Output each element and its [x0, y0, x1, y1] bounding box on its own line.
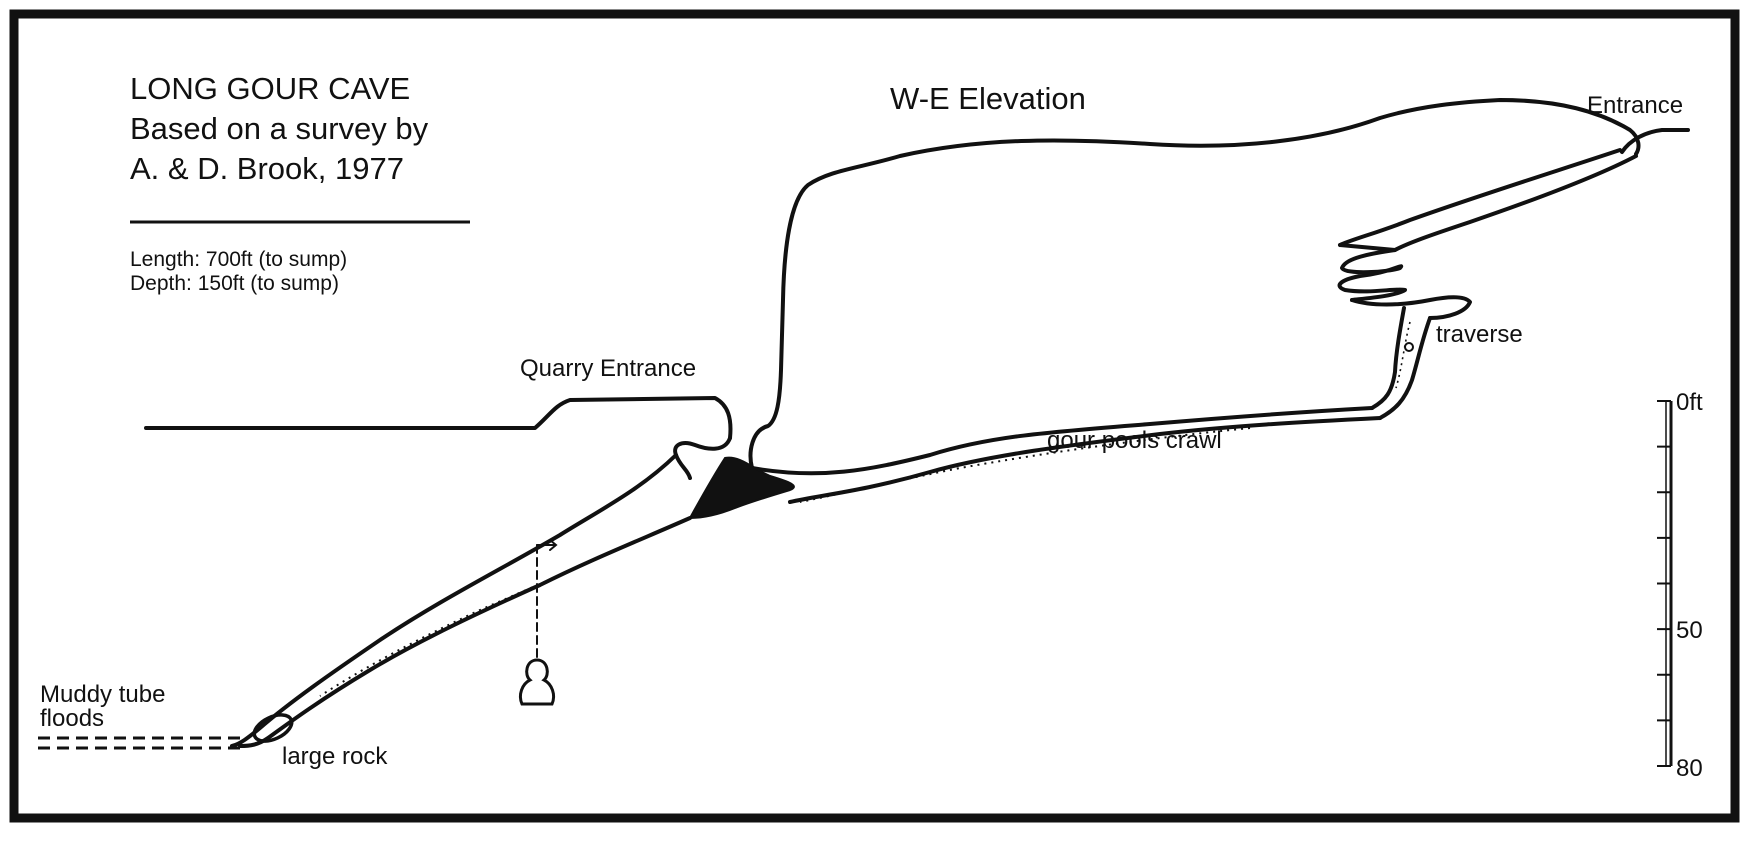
label-traverse: traverse [1436, 321, 1523, 348]
large-rock [252, 713, 294, 743]
cross-section-profile [518, 658, 556, 706]
title-block: LONG GOUR CAVE Based on a survey by A. &… [130, 71, 470, 295]
gour-pools-crawl-roof [750, 406, 1374, 476]
gour-pools-crawl-floor [788, 416, 1382, 504]
traverse-dotted-line [1395, 321, 1411, 389]
survey-credit-line1: Based on a survey by [130, 111, 429, 146]
label-quarry-entrance: Quarry Entrance [520, 355, 696, 382]
cross-section-arrow [536, 539, 558, 551]
scale-label-80: 80 [1676, 755, 1703, 782]
survey-credit-line2: A. & D. Brook, 1977 [130, 151, 404, 186]
label-floods: floods [40, 705, 104, 732]
label-entrance: Entrance [1587, 92, 1683, 119]
surface-line-cliff [748, 98, 1641, 470]
depth-stat: Depth: 150ft (to sump) [130, 272, 339, 295]
entrance-passage-floor [1393, 154, 1638, 252]
scale-label-0: 0ft [1676, 389, 1703, 416]
diagram-frame [9, 9, 1740, 823]
traverse-shaft [1370, 306, 1432, 420]
cross-section-marker [518, 539, 558, 706]
label-muddy-tube: Muddy tube [40, 681, 165, 708]
entrance-passage-roof [1338, 148, 1622, 247]
quarry-entrance-shaft [673, 436, 732, 480]
cave-title: LONG GOUR CAVE [130, 71, 410, 106]
boulder-choke [688, 456, 795, 520]
scale-label-50: 50 [1676, 617, 1703, 644]
label-gour-pools-crawl: gour pools crawl [1047, 427, 1222, 454]
lower-passage-hatching [319, 529, 661, 697]
main-entrance-surface [1620, 128, 1690, 154]
elevation-label: W-E Elevation [890, 81, 1086, 116]
zigzag-passage [1337, 243, 1407, 302]
lower-passage-roof [230, 453, 678, 748]
surface-line-quarry [144, 396, 733, 440]
label-large-rock: large rock [282, 743, 388, 770]
zigzag-passage-lower [1350, 295, 1472, 320]
length-stat: Length: 700ft (to sump) [130, 248, 347, 271]
traverse-rock [1404, 342, 1414, 352]
scale-ticks [1657, 400, 1671, 767]
scale-bar: 0ft 50 80 [1657, 389, 1703, 782]
